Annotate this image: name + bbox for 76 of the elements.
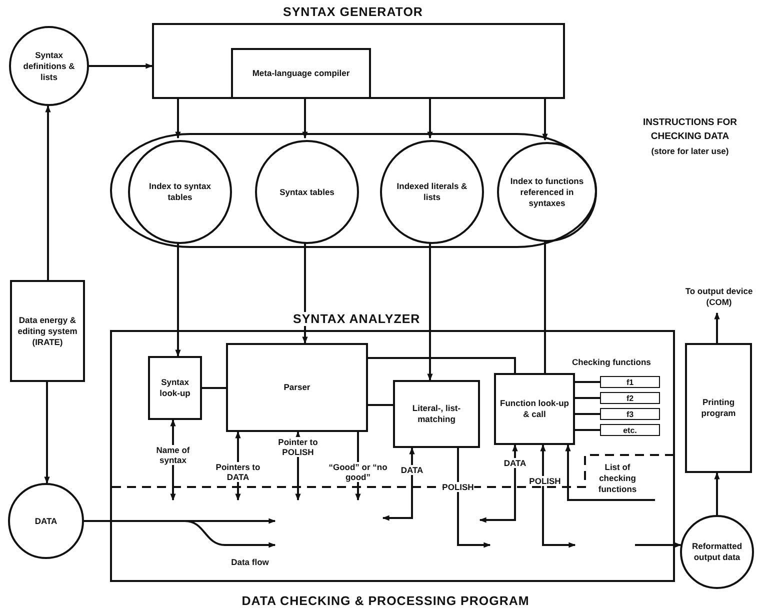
process-box bbox=[10, 280, 85, 382]
node-label: Indexed literals & lists bbox=[396, 181, 468, 203]
edge-label: Data flow bbox=[231, 557, 269, 567]
arrow bbox=[457, 448, 491, 548]
function-slot bbox=[600, 408, 660, 420]
node-label: f2 bbox=[625, 394, 635, 402]
edge-label: POLISH bbox=[529, 476, 561, 486]
data-store-circle bbox=[8, 483, 84, 559]
arrow bbox=[635, 542, 682, 548]
connector-line bbox=[368, 404, 393, 406]
edge-label: DATA bbox=[400, 465, 424, 475]
data-store-circle bbox=[255, 140, 359, 244]
node-label: Data energy & editing system (IRATE) bbox=[16, 314, 78, 348]
arrow bbox=[427, 99, 433, 139]
edge-label: POLISH bbox=[442, 482, 474, 492]
process-box bbox=[226, 343, 368, 432]
function-slot bbox=[600, 376, 660, 388]
process-box bbox=[231, 48, 371, 99]
data-store-circle bbox=[9, 26, 89, 106]
node-label: f3 bbox=[625, 410, 635, 418]
node-label: Parser bbox=[282, 382, 312, 393]
connector-line bbox=[575, 397, 600, 399]
node-label: To output device (COM) bbox=[684, 286, 754, 308]
arrow bbox=[302, 99, 308, 139]
connector-line bbox=[575, 429, 600, 431]
data-store-circle bbox=[680, 515, 754, 589]
connector-line bbox=[202, 387, 226, 389]
node-label: Reformatted output data bbox=[690, 541, 744, 563]
arrow bbox=[565, 444, 655, 501]
store-band bbox=[110, 133, 597, 248]
node-label: f1 bbox=[625, 378, 635, 386]
process-box bbox=[685, 343, 752, 473]
connector-line bbox=[368, 357, 516, 373]
function-slot bbox=[600, 392, 660, 404]
node-label: Syntax tables bbox=[278, 186, 336, 198]
connector-line bbox=[575, 413, 600, 415]
arrow bbox=[45, 105, 51, 280]
annotation-text: List of checking functions bbox=[597, 462, 638, 495]
edge-label: “Good” or “no good” bbox=[327, 462, 389, 482]
process-box bbox=[148, 356, 202, 420]
connector-line bbox=[544, 240, 546, 373]
arrow bbox=[714, 472, 720, 515]
data-store-circle bbox=[380, 140, 484, 244]
arrow bbox=[302, 242, 308, 344]
edge-label: DATA bbox=[504, 458, 526, 468]
node-label: etc. bbox=[622, 426, 638, 434]
process-box bbox=[494, 373, 575, 445]
arrow bbox=[714, 312, 720, 343]
arrow bbox=[89, 63, 153, 69]
node-label: Syntax look-up bbox=[158, 377, 192, 399]
node-label: Syntax definitions & lists bbox=[22, 50, 76, 82]
arrow bbox=[427, 242, 433, 381]
annotation-text: Checking functions bbox=[572, 356, 652, 368]
function-slot bbox=[600, 424, 660, 436]
node-label: Literal-, list-matching bbox=[411, 403, 462, 425]
node-label: Index to syntax tables bbox=[148, 181, 212, 203]
arrow bbox=[382, 447, 415, 521]
node-label: Function look-up & call bbox=[499, 398, 570, 420]
node-label: Index to functions referenced in syntaxes bbox=[509, 176, 585, 208]
data-store-circle bbox=[128, 140, 232, 244]
node-label: Meta-language compiler bbox=[251, 68, 351, 79]
connector-line bbox=[575, 381, 600, 383]
arrow bbox=[44, 382, 50, 484]
arrow bbox=[175, 242, 181, 357]
arrow bbox=[540, 444, 576, 548]
diagram-caption: DATA CHECKING & PROCESSING PROGRAM bbox=[242, 594, 530, 608]
arrow bbox=[542, 99, 548, 141]
side-note: INSTRUCTIONS FOR CHECKING DATA bbox=[642, 116, 738, 144]
arrow bbox=[175, 99, 181, 139]
arrow bbox=[479, 444, 518, 523]
node-label: DATA bbox=[34, 516, 58, 526]
arrow bbox=[84, 520, 276, 548]
process-box bbox=[393, 380, 480, 448]
data-store-circle bbox=[497, 142, 597, 242]
node-label: Printing program bbox=[700, 397, 737, 419]
side-note: (store for later use) bbox=[650, 145, 730, 158]
